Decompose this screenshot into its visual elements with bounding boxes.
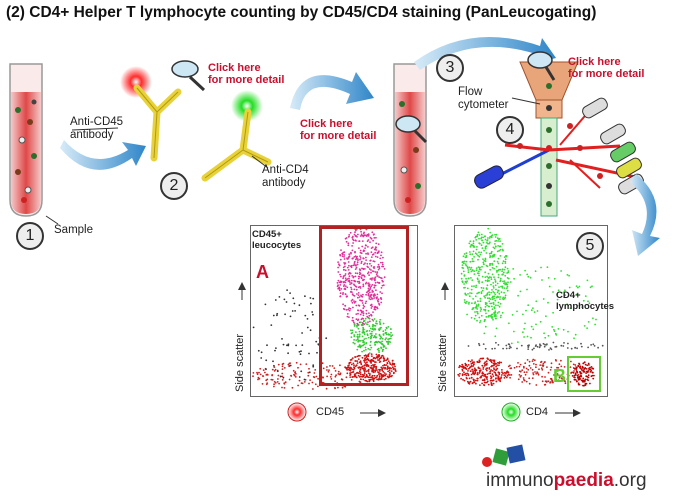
step-badge-5: 5 <box>576 232 604 260</box>
plot-a-ylabel: Side scatter <box>234 333 246 392</box>
logo-org: .org <box>613 470 647 491</box>
page-title: (2) CD4+ Helper T lymphocyte counting by… <box>6 4 597 21</box>
magnifier-icon-tube[interactable] <box>395 115 428 144</box>
anti-cd4-label: Anti-CD4 antibody <box>262 164 309 189</box>
plot-b-ylabel: Side scatter <box>437 333 449 392</box>
logo-wordmark: immunopaedia.org <box>486 470 647 492</box>
plot-b-xlabel: CD4 <box>526 406 549 418</box>
gate-b-rect <box>567 356 601 392</box>
detail-link-cytometer[interactable]: Click here for more detail <box>568 56 645 80</box>
anti-cd4-antibody <box>201 90 272 182</box>
cd4-lymphocytes-annotation: CD4+ lymphocytes <box>556 290 615 312</box>
gate-b-letter: B <box>553 366 566 386</box>
logo-paedia: paedia <box>553 470 614 491</box>
scatter-plot-cd45-dots <box>252 227 397 390</box>
step-badge-1: 1 <box>16 222 44 250</box>
flow-cytometer <box>519 61 579 217</box>
cd45-leucocytes-annotation: CD45+ leucocytes <box>252 229 302 251</box>
step-badge-2: 2 <box>160 172 188 200</box>
flow-arrow-4 <box>630 174 660 256</box>
anti-cd45-label: Anti-CD45 antibody <box>70 116 124 141</box>
gate-a-letter: A <box>256 262 269 282</box>
flow-cytometer-label: Flow cytometer <box>458 86 509 111</box>
magnifier-icon-cd45[interactable] <box>171 60 206 92</box>
cd4-marker-icon <box>501 402 521 422</box>
scatter-plot-cd45 <box>250 225 418 397</box>
detail-link-tube[interactable]: Click here for more detail <box>300 118 377 142</box>
flow-arrow-1 <box>60 140 146 170</box>
sample-label: Sample <box>54 224 93 236</box>
stained-tube <box>393 63 427 217</box>
plot-a-xlabel: CD45 <box>316 406 345 418</box>
laser-beams <box>474 97 644 195</box>
scatter-plot-cd4-dots <box>457 227 604 387</box>
step-badge-3: 3 <box>436 54 464 82</box>
scatter-plot-cd4 <box>454 225 608 397</box>
sample-tube <box>9 63 43 217</box>
logo-immuno: immuno <box>486 470 554 491</box>
magnifier-icon-cytometer[interactable] <box>527 51 556 81</box>
flow-arrow-3 <box>414 37 556 70</box>
anti-cd45-antibody <box>120 66 182 162</box>
step-badge-4: 4 <box>496 116 524 144</box>
logo-cubes-icon <box>482 444 526 467</box>
gate-a-rect <box>319 226 409 386</box>
detail-link-cd45[interactable]: Click here for more detail <box>208 62 285 86</box>
flow-arrow-2 <box>290 72 374 110</box>
cd45-marker-icon <box>287 402 307 422</box>
